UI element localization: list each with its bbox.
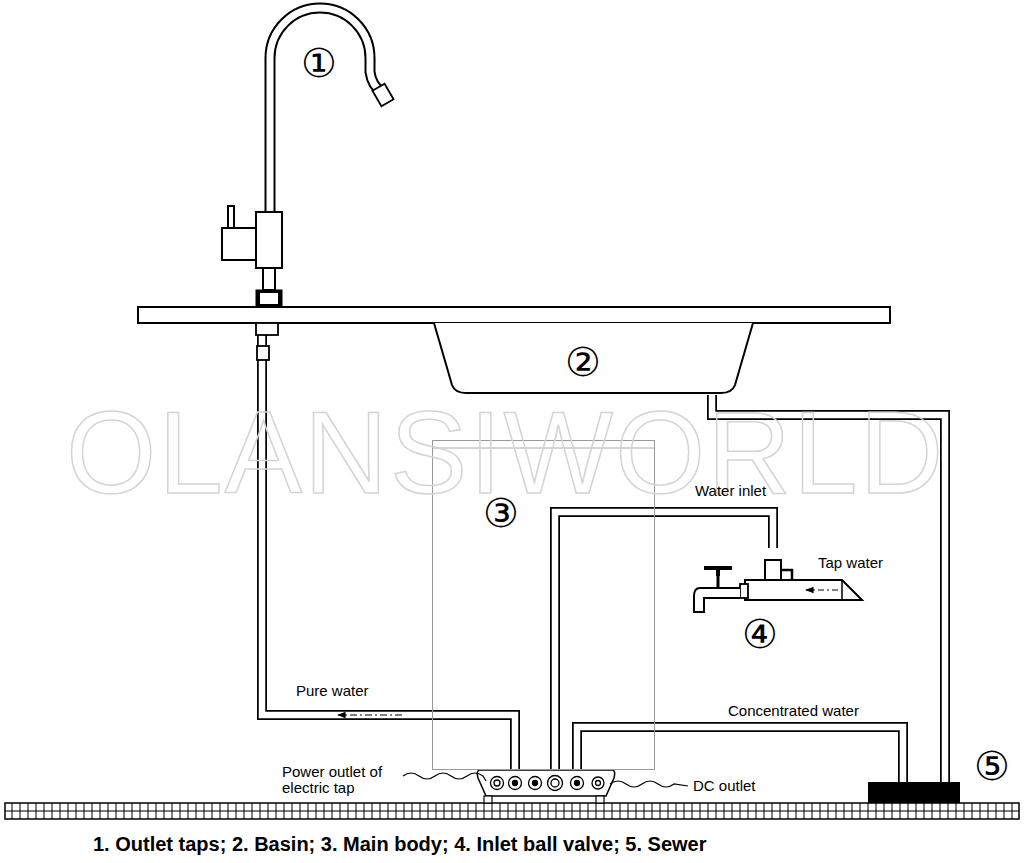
port-label: DC outlet bbox=[693, 778, 756, 795]
pipe-label: Water inlet bbox=[695, 483, 766, 500]
pipe-bore bbox=[655, 727, 903, 782]
pipe-connector bbox=[655, 727, 903, 782]
internal-pipes bbox=[432, 512, 655, 772]
pipe-label: Concentrated water bbox=[728, 703, 859, 720]
part-label: Tap water bbox=[818, 555, 883, 572]
caption: 1. Outlet taps; 2. Basin; 3. Main body; … bbox=[93, 833, 707, 855]
pipe-wall bbox=[655, 727, 903, 782]
base-unit bbox=[477, 770, 614, 803]
floor bbox=[5, 803, 1019, 819]
watermark: OLANSIWORLD bbox=[66, 390, 945, 518]
flow-arrow bbox=[338, 714, 402, 715]
callout-number: ① bbox=[301, 43, 337, 83]
outlet-tap: ① bbox=[215, 5, 395, 307]
leader-line bbox=[610, 781, 688, 787]
pipe-label: Pure water bbox=[296, 683, 369, 700]
leader-line bbox=[403, 773, 486, 781]
faucet bbox=[222, 8, 394, 360]
sewer: ⑤ bbox=[868, 782, 960, 803]
callout-number: ② bbox=[565, 342, 601, 382]
basin: ② bbox=[432, 323, 755, 395]
callout-number: ④ bbox=[742, 614, 778, 654]
callout-number: ⑤ bbox=[974, 746, 1010, 786]
counter-top bbox=[138, 307, 890, 323]
port-label: Power outlet of electric tap bbox=[282, 764, 400, 796]
